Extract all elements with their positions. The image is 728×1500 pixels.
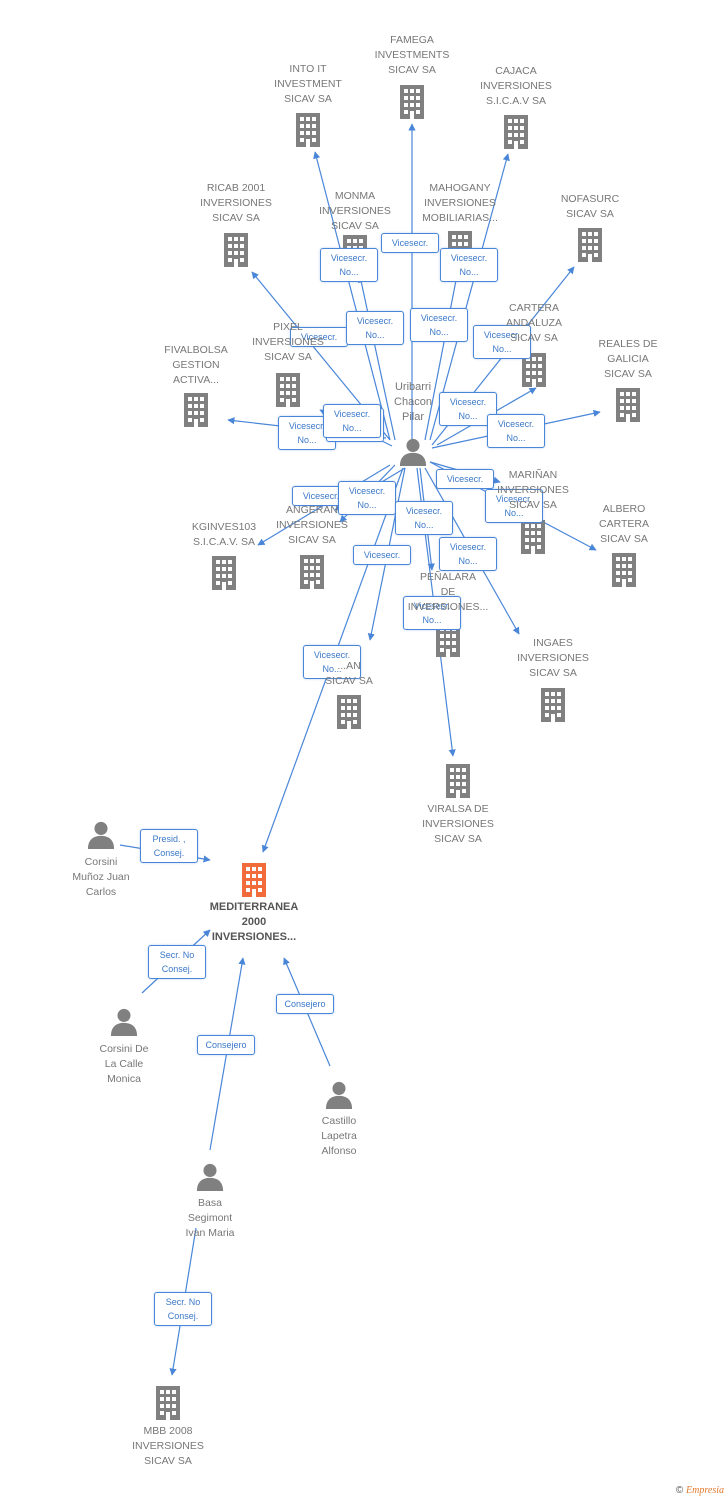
building-icon-ingaes[interactable] bbox=[541, 688, 565, 722]
building-icon-intoit[interactable] bbox=[296, 113, 320, 147]
person-icon-basa[interactable] bbox=[196, 1163, 224, 1191]
building-icon-cajaca[interactable] bbox=[504, 115, 528, 149]
edge-label-uribarri-cajaca[interactable]: Vicesecr. No... bbox=[440, 248, 498, 282]
person-icon-corsini_m[interactable] bbox=[87, 821, 115, 849]
node-label-ricab[interactable]: RICAB 2001 INVERSIONES SICAV SA bbox=[200, 182, 272, 224]
node-label-nofa[interactable]: NOFASURC SICAV SA bbox=[560, 193, 620, 220]
node-label-viralsa[interactable]: VIRALSA DE INVERSIONES SICAV SA bbox=[422, 803, 494, 845]
building-icon-medit[interactable] bbox=[242, 863, 266, 897]
node-label-castillo[interactable]: Castillo Lapetra Alfonso bbox=[321, 1115, 357, 1157]
node-label-corsini_m[interactable]: Corsini Muñoz Juan Carlos bbox=[72, 856, 130, 898]
building-icon-albero[interactable] bbox=[612, 553, 636, 587]
footer: © Empresia bbox=[676, 1485, 724, 1496]
edge-uribarri-monma bbox=[357, 275, 396, 441]
edge-label-uribarri-penalara[interactable]: Vicesecr. No... bbox=[395, 501, 453, 535]
node-label-fam[interactable]: FAMEGA INVESTMENTS SICAV SA bbox=[374, 34, 450, 76]
node-label-cartera[interactable]: CARTERA ANDALUZA SICAV SA bbox=[505, 302, 562, 344]
node-label-mbb[interactable]: MBB 2008 INVERSIONES SICAV SA bbox=[132, 1425, 204, 1467]
building-icon-reales[interactable] bbox=[616, 388, 640, 422]
edge-uribarri-mahog bbox=[424, 269, 461, 441]
building-icon-pixel[interactable] bbox=[276, 373, 300, 407]
node-label-intoit[interactable]: INTO IT INVESTMENT SICAV SA bbox=[274, 63, 342, 105]
node-label-corsini_d[interactable]: Corsini De La Calle Monica bbox=[99, 1043, 149, 1085]
building-icon-mbb[interactable] bbox=[156, 1386, 180, 1420]
edge-label-uribarri-angeran[interactable]: Vicesecr. No... bbox=[323, 404, 381, 438]
edge-label-uribarri-cartera[interactable]: Vicesecr. No... bbox=[439, 392, 497, 426]
node-label-marinan[interactable]: MARIÑAN INVERSIONES SICAV SA bbox=[497, 469, 569, 511]
edge-label-uribarri-marinan[interactable]: Vicesecr. bbox=[436, 469, 494, 489]
node-label-basa[interactable]: Basa Segimont Ivan Maria bbox=[185, 1197, 235, 1239]
node-label-uribarri[interactable]: Uribarri Chacon Pilar bbox=[394, 381, 432, 423]
building-icon-ricab[interactable] bbox=[224, 233, 248, 267]
node-label-cajaca[interactable]: CAJACA INVERSIONES S.I.C.A.V SA bbox=[480, 65, 552, 107]
building-icon-kginv[interactable] bbox=[212, 556, 236, 590]
edge-label-uribarri-angeran[interactable]: Vicesecr. No... bbox=[338, 481, 396, 515]
node-label-reales[interactable]: REALES DE GALICIA SICAV SA bbox=[598, 338, 658, 380]
building-icon-angeran[interactable] bbox=[300, 555, 324, 589]
edge-label-uribarri-albero[interactable]: Vicesecr. No... bbox=[485, 489, 543, 523]
building-icon-fival[interactable] bbox=[184, 393, 208, 427]
node-label-ingaes[interactable]: INGAES INVERSIONES SICAV SA bbox=[517, 637, 589, 679]
edge-label-uribarri-fam[interactable]: Vicesecr. bbox=[381, 233, 439, 253]
brand-logo[interactable]: Empresia bbox=[686, 1485, 724, 1496]
node-label-pixel[interactable]: PIXEL INVERSIONES SICAV SA bbox=[252, 321, 324, 363]
edge-label-uribarri-intoit[interactable]: Vicesecr. No... bbox=[320, 248, 378, 282]
node-label-penalara[interactable]: PEÑALARA DE INVERSIONES... bbox=[407, 571, 489, 613]
edge-label-basa-mbb[interactable]: Secr. No Consej. bbox=[154, 1292, 212, 1326]
edge-label-basa-medit[interactable]: Consejero bbox=[197, 1035, 255, 1055]
edge-label-uribarri-nofa[interactable]: Vicesecr. No... bbox=[473, 325, 531, 359]
edge-label-uribarri-mahog[interactable]: Vicesecr. No... bbox=[410, 308, 468, 342]
edge-label-corsini_d-medit[interactable]: Secr. No Consej. bbox=[148, 945, 206, 979]
edge-label-uribarri-xan[interactable]: Vicesecr. bbox=[353, 545, 411, 565]
edge-label-uribarri-ingaes[interactable]: Vicesecr. No... bbox=[439, 537, 497, 571]
edge-label-uribarri-reales[interactable]: Vicesecr. No... bbox=[487, 414, 545, 448]
building-icon-viralsa[interactable] bbox=[446, 764, 470, 798]
person-icon-castillo[interactable] bbox=[325, 1081, 353, 1109]
building-icon-fam[interactable] bbox=[400, 85, 424, 119]
node-label-xan[interactable]: ...AN SICAV SA bbox=[325, 660, 373, 687]
node-label-medit[interactable]: MEDITERRANEA 2000 INVERSIONES... bbox=[209, 901, 299, 943]
node-label-mahog[interactable]: MAHOGANY INVERSIONES MOBILIARIAS... bbox=[422, 182, 498, 224]
edge-label-uribarri-medit[interactable]: Vicesecr. No... bbox=[303, 645, 361, 679]
person-icon-corsini_d[interactable] bbox=[110, 1008, 138, 1036]
person-icon-uribarri[interactable] bbox=[399, 438, 427, 466]
node-label-fival[interactable]: FIVALBOLSA GESTION ACTIVA... bbox=[164, 344, 228, 386]
edge-label-castillo-medit[interactable]: Consejero bbox=[276, 994, 334, 1014]
building-icon-xan[interactable] bbox=[337, 695, 361, 729]
node-label-kginv[interactable]: KGINVES103 S.I.C.A.V. SA bbox=[191, 521, 257, 548]
node-label-albero[interactable]: ALBERO CARTERA SICAV SA bbox=[599, 503, 649, 545]
edge-label-uribarri-viralsa[interactable]: Vicesecr. No... bbox=[403, 596, 461, 630]
edge-label-corsini_m-medit[interactable]: Presid. , Consej. bbox=[140, 829, 198, 863]
node-label-angeran[interactable]: ANGERAN INVERSIONES SICAV SA bbox=[276, 504, 348, 546]
building-icon-marinan[interactable] bbox=[521, 520, 545, 554]
edge-uribarri-intoit bbox=[313, 151, 391, 441]
node-label-monma[interactable]: MONMA INVERSIONES SICAV SA bbox=[319, 190, 391, 232]
copyright-symbol: © bbox=[675, 1485, 684, 1496]
edge-label-uribarri-monma[interactable]: Vicesecr. No... bbox=[346, 311, 404, 345]
edge-label-uribarri-ricab[interactable]: Vicesecr. bbox=[290, 327, 348, 347]
building-icon-nofa[interactable] bbox=[578, 228, 602, 262]
